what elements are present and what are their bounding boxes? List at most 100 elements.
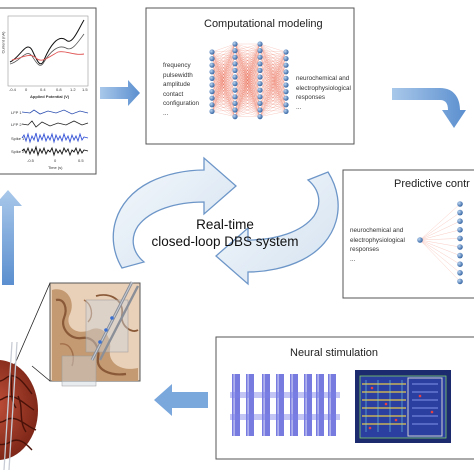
computational-title: Computational modeling [204, 18, 323, 30]
time-tick-0: -0.5 [27, 158, 34, 163]
input-amplitude: amplitude [163, 81, 191, 89]
computational-neural-network [209, 41, 289, 120]
network-node [457, 261, 463, 268]
network-node [232, 94, 238, 100]
voltammogram-traces [9, 19, 85, 66]
network-node [283, 89, 289, 95]
x-tick-3: 0.8 [56, 87, 62, 92]
predictive-label-4: ... [350, 255, 356, 263]
trace-label-lfp2: LFP 2 [11, 122, 22, 127]
network-node [417, 237, 423, 243]
output-line-3: responses [296, 94, 326, 102]
brain-slice-image [49, 281, 141, 387]
network-node [209, 95, 215, 101]
computational-inputs: frequency pulsewidth amplitude contact c… [163, 61, 199, 119]
pulse-train [230, 374, 340, 436]
network-node [232, 67, 238, 73]
network-node [232, 87, 238, 93]
network-node [232, 81, 238, 87]
network-node [457, 201, 463, 207]
network-node [232, 41, 238, 47]
stimulation-title: Neural stimulation [290, 347, 379, 359]
input-pulsewidth: pulsewidth [163, 71, 193, 79]
predictive-label-3: responses [350, 246, 380, 254]
network-node [232, 114, 238, 120]
computational-outputs: neurochemical and electrophysiological r… [296, 74, 351, 112]
predictive-label-2: electrophysiological [350, 236, 405, 244]
network-node [209, 108, 215, 114]
network-node [257, 54, 263, 60]
network-node [232, 54, 238, 60]
network-node [257, 87, 263, 93]
network-node [209, 102, 215, 108]
x-tick-2: 0.4 [40, 87, 46, 92]
arrow-model-to-control [392, 88, 466, 128]
network-node [257, 107, 263, 113]
network-node [283, 62, 289, 68]
time-axis-label: Time (s) [48, 165, 63, 170]
predictive-title: Predictive contr [394, 178, 470, 190]
arrow-stimulation-to-brain [154, 384, 208, 416]
network-node [257, 41, 263, 47]
x-tick-0: -0.4 [9, 87, 16, 92]
network-node [209, 82, 215, 88]
closed-loop-cycle [112, 156, 339, 286]
network-node [283, 69, 289, 75]
network-node [457, 244, 463, 250]
x-tick-1: 0 [25, 87, 28, 92]
x-tick-5: 1.5 [82, 87, 88, 92]
network-node [257, 94, 263, 100]
network-node [257, 67, 263, 73]
trace-label-spike1: Spike 1 [11, 136, 25, 141]
network-node [283, 95, 289, 101]
input-ellipsis: ... [163, 109, 169, 117]
input-contact: contact [163, 90, 184, 98]
stimulator-chip [355, 370, 451, 443]
output-line-1: neurochemical and [296, 75, 350, 82]
output-line-2: electrophysiological [296, 84, 351, 92]
network-node [257, 114, 263, 120]
network-node [209, 49, 215, 55]
trace-label-lfp1: LFP 1 [11, 110, 22, 115]
zoom-lines [13, 282, 51, 382]
arrow-recording-to-model [100, 80, 140, 106]
network-node [283, 82, 289, 88]
center-label-line1: Real-time [196, 217, 254, 232]
y-axis-label: Current (nA) [0, 31, 6, 54]
network-node [257, 48, 263, 54]
network-node [209, 69, 215, 75]
network-node [209, 75, 215, 81]
x-axis-label: Applied Potential (V) [30, 94, 70, 99]
input-frequency: frequency [163, 62, 191, 69]
predictive-label-1: neurochemical and [350, 227, 404, 234]
network-node [457, 218, 463, 224]
network-node [283, 108, 289, 114]
network-node [257, 74, 263, 80]
recording-panel [0, 7, 97, 175]
network-node [283, 102, 289, 108]
network-node [209, 56, 215, 62]
network-node [232, 61, 238, 67]
network-node [457, 227, 463, 233]
network-node [283, 75, 289, 81]
center-label: Real-time closed-loop DBS system [130, 216, 320, 250]
network-node [209, 89, 215, 95]
lfp-traces [21, 109, 89, 157]
predictive-panel [342, 169, 474, 299]
predictive-labels: neurochemical and electrophysiological r… [350, 226, 405, 264]
time-tick-1: 0 [54, 158, 57, 163]
network-node [232, 100, 238, 106]
network-node [232, 48, 238, 54]
network-node [232, 74, 238, 80]
center-label-line2: closed-loop DBS system [151, 234, 299, 249]
network-node [257, 100, 263, 106]
network-node [457, 270, 463, 276]
network-node [257, 81, 263, 87]
network-node [209, 62, 215, 68]
input-configuration: configuration [163, 100, 200, 108]
predictive-neural-network [417, 201, 463, 285]
network-node [283, 56, 289, 62]
output-line-4: ... [296, 103, 302, 111]
time-tick-2: 0.5 [78, 158, 84, 163]
